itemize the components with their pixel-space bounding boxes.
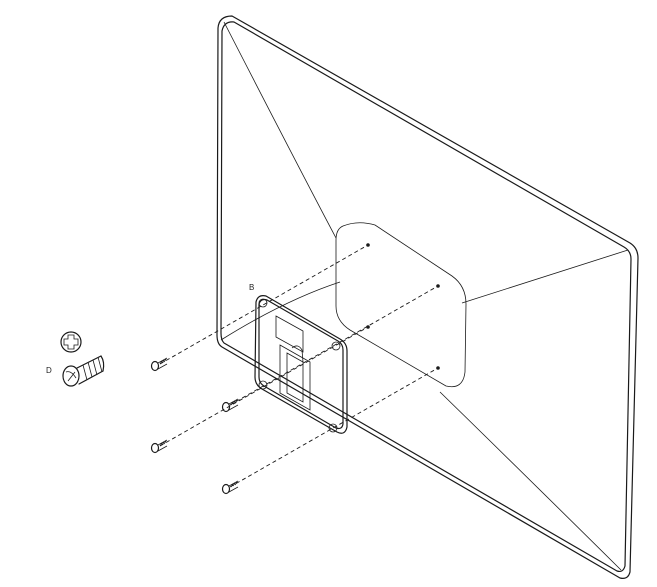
bracket-label: B [249,283,255,292]
mounting-bracket [254,295,348,434]
phillips-screw-head-icon [60,331,82,353]
screw-4 [221,480,239,495]
alignment-guides [159,244,439,488]
screw-3 [150,439,168,454]
screw-label: D [46,366,52,375]
large-screw-icon [62,355,105,387]
monitor-back-panel [216,15,639,579]
screw-1 [150,357,168,372]
screw-2 [221,398,239,413]
screw-detail [60,331,105,387]
